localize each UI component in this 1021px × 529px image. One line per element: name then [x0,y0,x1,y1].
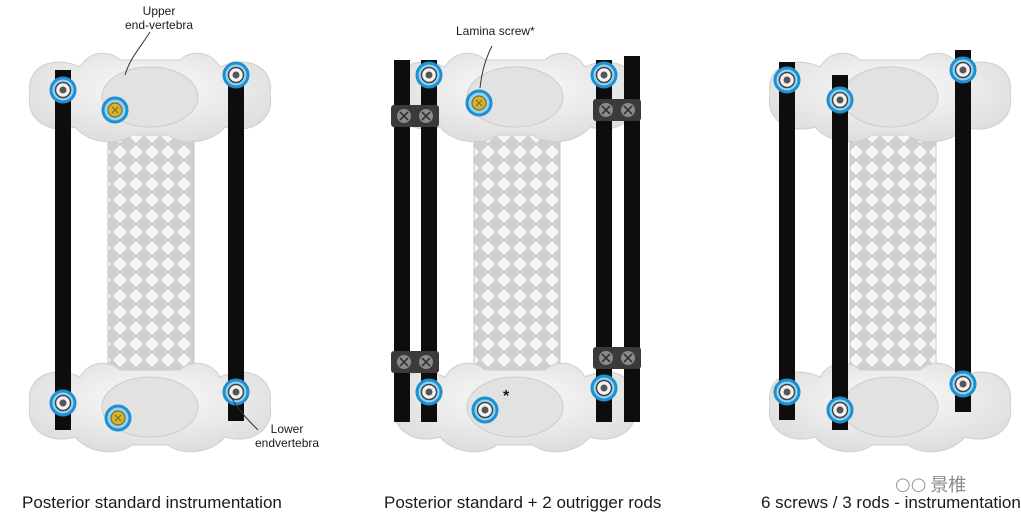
panel-1-caption: Posterior standard instrumentation [22,493,282,512]
rod-3b [832,75,848,430]
pedicle-screw-icon [222,378,250,406]
rod-2b [421,60,437,422]
lamina-screw-lower-icon [471,396,499,424]
lamina-leader-line [479,45,493,89]
lamina-screw-icon [465,89,493,117]
pedicle-screw-icon [773,66,801,94]
pedicle-screw-icon [773,378,801,406]
pedicle-screw-icon [949,370,977,398]
lower-vertebra-3 [768,362,1012,453]
upper-end-vertebra-label: Upper end-vertebra [125,4,193,32]
rod-2c [596,60,612,422]
rod-1b [228,66,244,421]
upper-leader-line [124,31,151,76]
pedicle-screw-icon [826,396,854,424]
rod-connector-icon [592,98,642,122]
cage-1 [107,129,195,391]
watermark: ○○ 景椎 [895,471,966,497]
lamina-screw-label: Lamina screw* [456,24,535,38]
wechat-icon: ○○ [895,473,927,495]
rod-connector-icon [390,350,440,374]
panel-1-diagram [28,31,272,453]
pedicle-screw-icon [222,61,250,89]
pedicle-screw-icon [590,374,618,402]
panel-2-caption: Posterior standard + 2 outrigger rods [384,493,662,512]
pedicle-screw-icon [49,76,77,104]
pedicle-screw-icon [826,86,854,114]
lower-end-vertebra-label: Lower endvertebra [255,422,319,450]
rod-2a [394,60,410,422]
watermark-text: 景椎 [930,475,967,496]
pedicle-screw-icon [949,56,977,84]
rod-connector-icon [390,104,440,128]
pedicle-screw-icon [49,389,77,417]
lamina-screw-icon [101,96,129,124]
lower-label-line1: Lower [270,422,304,436]
pedicle-screw-icon [415,61,443,89]
cage-3 [849,129,937,391]
rod-1a [55,70,71,430]
pedicle-screw-icon [590,61,618,89]
upper-label-line1: Upper [142,4,176,18]
rod-3a [779,62,795,420]
cage-2 [473,129,561,391]
rod-3c [955,50,971,412]
pedicle-screw-icon [415,378,443,406]
lower-label-line2: endvertebra [255,436,320,450]
rod-connector-icon [592,346,642,370]
asterisk-mark: * [503,388,510,405]
lamina-screw-icon [104,404,132,432]
panel-3-diagram [768,50,1012,453]
panel-3-caption: 6 screws / 3 rods - instrumentation [761,493,1021,512]
rod-2d [624,56,640,422]
lower-leader-line [229,394,259,431]
upper-label-line2: end-vertebra [125,18,194,32]
panel-2-diagram [390,45,642,453]
